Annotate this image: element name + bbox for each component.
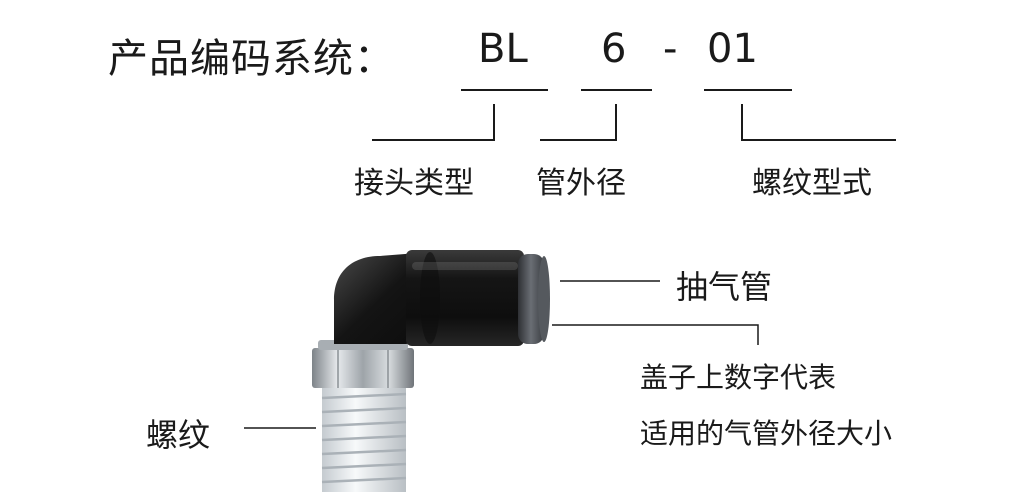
code-part-size: 6 <box>601 26 627 72</box>
callout-cap-line1: 盖子上数字代表 <box>640 361 837 394</box>
code-part-dash: - <box>663 26 678 72</box>
callout-lines <box>244 280 759 429</box>
callout-tube: 抽气管 <box>676 268 773 306</box>
code-part-thread: 01 <box>707 26 758 72</box>
code-part-type: BL <box>478 26 528 72</box>
thread-section <box>321 384 407 492</box>
elbow-fitting-illustration <box>312 250 550 492</box>
callout-thread: 螺纹 <box>146 416 211 454</box>
page-title: 产品编码系统： <box>108 36 395 82</box>
callout-cap-line2: 适用的气管外径大小 <box>640 417 893 450</box>
segment-label-size: 管外径 <box>536 166 626 201</box>
segment-label-thread: 螺纹型式 <box>752 166 872 201</box>
hex-nut <box>312 340 414 388</box>
segment-label-type: 接头类型 <box>354 166 474 201</box>
code-brackets <box>372 89 896 141</box>
